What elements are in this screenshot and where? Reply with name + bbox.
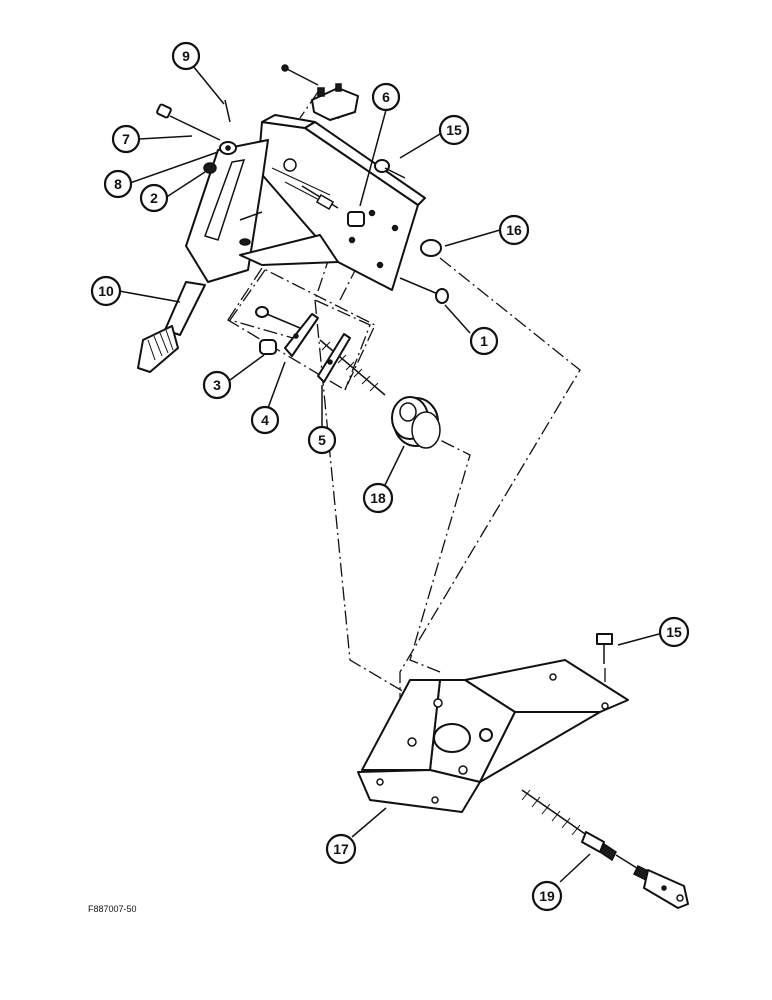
callout-label: 8	[114, 176, 122, 192]
drawing-id: F887007-50	[88, 904, 137, 914]
callout-label: 19	[539, 888, 555, 904]
nut-2	[203, 162, 217, 174]
callout-17: 17	[325, 833, 357, 865]
leader-lines	[118, 65, 660, 883]
callout-19: 19	[531, 880, 563, 912]
callout-3: 3	[202, 370, 232, 400]
callout-9: 9	[171, 41, 201, 71]
callout-label: 2	[150, 190, 158, 206]
bolt-15-upper	[374, 159, 406, 179]
bolt-1	[399, 277, 449, 304]
knob-18	[391, 396, 441, 449]
pivot-assembly	[227, 267, 386, 396]
callout-6: 6	[371, 82, 401, 112]
callout-15-upper: 15	[438, 114, 470, 146]
callout-18: 18	[362, 482, 394, 514]
base-bracket	[357, 659, 629, 813]
callout-1: 1	[469, 326, 499, 356]
callout-label: 3	[213, 377, 221, 393]
callout-label: 5	[318, 432, 326, 448]
callout-5: 5	[307, 425, 337, 455]
callout-2: 2	[139, 183, 169, 213]
callout-label: 16	[506, 222, 522, 238]
callout-label: 18	[370, 490, 386, 506]
switch-assembly	[281, 64, 359, 121]
callout-label: 10	[98, 283, 114, 299]
callout-label: 7	[122, 131, 130, 147]
lever-handle	[137, 281, 206, 373]
callout-10: 10	[90, 275, 122, 307]
callout-label: 1	[480, 333, 488, 349]
callout-label: 4	[261, 412, 269, 428]
callout-label: 6	[382, 89, 390, 105]
callout-7: 7	[111, 124, 141, 154]
callout-label: 15	[446, 122, 462, 138]
washer-8	[219, 141, 237, 155]
lever-bracket	[185, 114, 426, 291]
bolt-7	[156, 103, 221, 141]
cable-19	[521, 789, 689, 909]
callout-label: 15	[666, 624, 682, 640]
callout-15-lower: 15	[658, 616, 690, 648]
washer-16	[420, 239, 442, 257]
callout-label: 9	[182, 48, 190, 64]
pin-9	[224, 99, 231, 123]
callout-8: 8	[103, 169, 133, 199]
callout-16: 16	[498, 214, 530, 246]
callout-label: 17	[333, 841, 349, 857]
bolt-15-lower	[596, 633, 613, 664]
callout-4: 4	[250, 405, 280, 435]
